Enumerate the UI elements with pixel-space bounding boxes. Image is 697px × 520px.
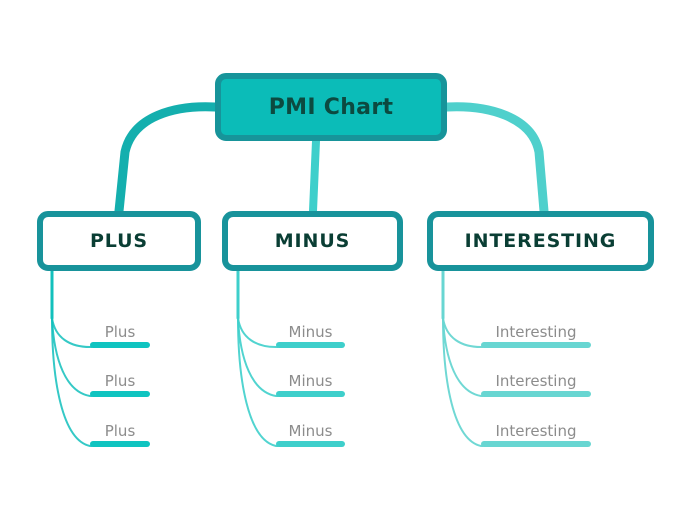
branch-node-minus[interactable]: MINUS: [222, 211, 403, 271]
leaf-underline-bar: [481, 342, 591, 348]
leaf-node-label: Minus: [288, 323, 333, 341]
leaf-node-label: Minus: [288, 372, 333, 390]
branch-node-label-minus: MINUS: [274, 230, 351, 252]
leaf-connector-interesting-3: [442, 317, 484, 447]
leaf-node-interesting-2[interactable]: Interesting: [481, 365, 591, 397]
leaf-node-minus-3[interactable]: Minus: [276, 415, 345, 447]
root-node-pmi-chart[interactable]: PMI Chart: [215, 73, 447, 141]
root-node-label: PMI Chart: [268, 94, 394, 120]
leaf-node-plus-3[interactable]: Plus: [90, 415, 150, 447]
leaf-node-interesting-3[interactable]: Interesting: [481, 415, 591, 447]
leaf-node-plus-2[interactable]: Plus: [90, 365, 150, 397]
leaf-underline-bar: [481, 391, 591, 397]
connector-root-to-interesting: [442, 102, 549, 216]
leaf-node-label: Interesting: [495, 323, 577, 341]
leaf-connector-plus-2: [51, 317, 93, 397]
leaf-node-label: Plus: [104, 372, 136, 390]
leaf-underline-bar: [90, 342, 150, 348]
leaf-underline-bar: [276, 342, 345, 348]
leaf-connector-minus-3: [237, 317, 279, 447]
leaf-node-label: Plus: [104, 422, 136, 440]
leaf-connector-plus-1: [51, 317, 93, 348]
leaf-node-plus-1[interactable]: Plus: [90, 316, 150, 348]
leaf-underline-bar: [90, 391, 150, 397]
leaf-underline-bar: [276, 441, 345, 447]
connector-root-to-plus: [114, 102, 220, 216]
leaf-node-interesting-1[interactable]: Interesting: [481, 316, 591, 348]
leaf-connector-plus-3: [51, 317, 93, 447]
branch-node-label-plus: PLUS: [89, 230, 149, 252]
leaf-underline-bar: [481, 441, 591, 447]
leaf-connector-minus-2: [237, 317, 279, 397]
leaf-underline-bar: [276, 391, 345, 397]
leaf-node-minus-1[interactable]: Minus: [276, 316, 345, 348]
branch-node-plus[interactable]: PLUS: [37, 211, 201, 271]
leaf-node-label: Plus: [104, 323, 136, 341]
leaf-node-minus-2[interactable]: Minus: [276, 365, 345, 397]
leaf-node-label: Interesting: [495, 372, 577, 390]
leaf-connector-interesting-2: [442, 317, 484, 397]
leaf-node-label: Minus: [288, 422, 333, 440]
branch-node-interesting[interactable]: INTERESTING: [427, 211, 654, 271]
leaf-node-label: Interesting: [495, 422, 577, 440]
leaf-connector-interesting-1: [442, 317, 484, 348]
leaf-underline-bar: [90, 441, 150, 447]
connector-root-to-minus: [309, 137, 320, 215]
branch-node-label-interesting: INTERESTING: [464, 230, 617, 252]
leaf-connector-minus-1: [237, 317, 279, 348]
